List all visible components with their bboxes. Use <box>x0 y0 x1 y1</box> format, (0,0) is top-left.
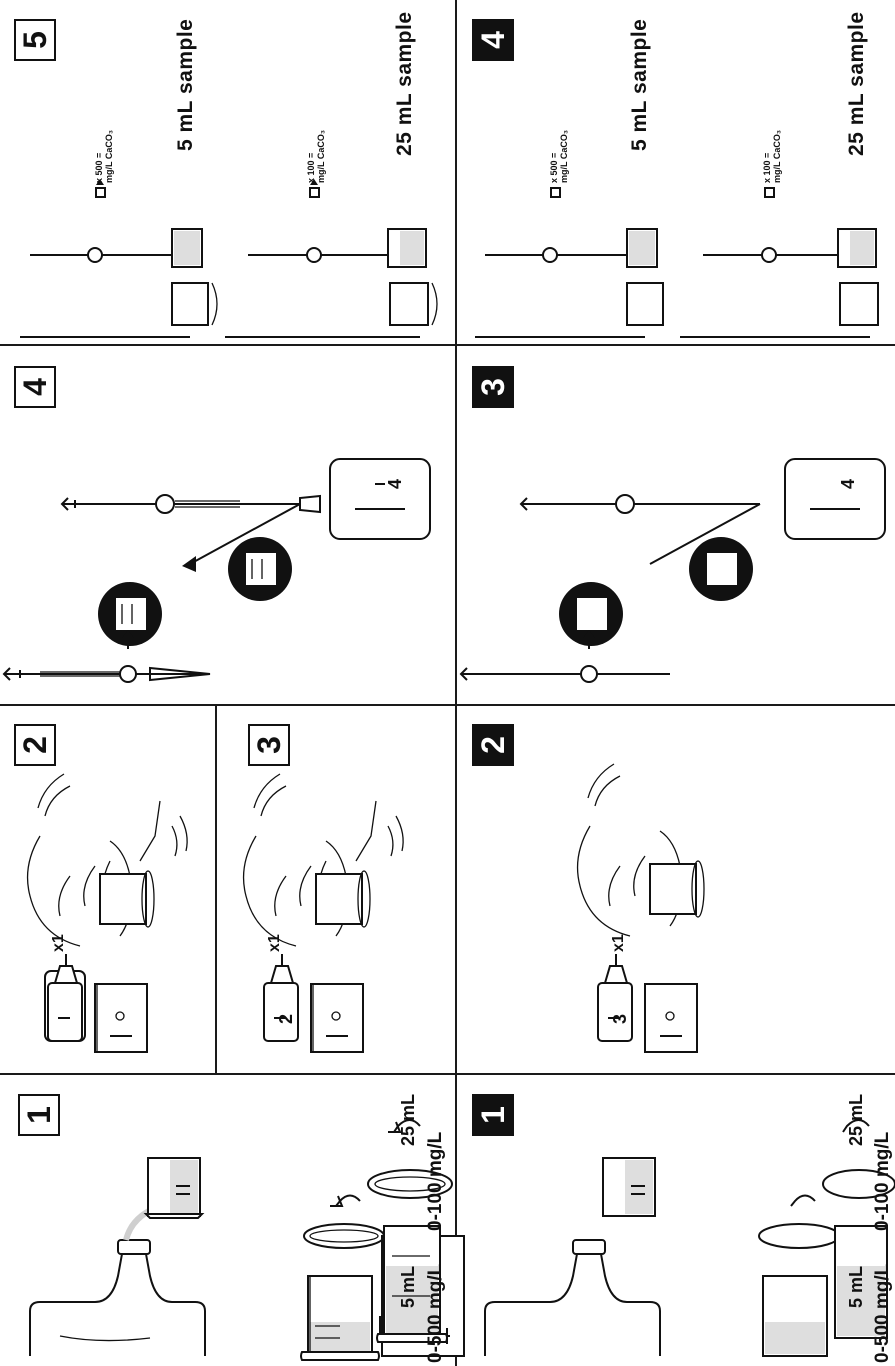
result-box-row1-icon <box>551 188 560 197</box>
bottle-label-top-step4: 4 <box>385 479 406 489</box>
cell-swirl-row1-icon <box>475 283 663 337</box>
multiplier-label-x1-top-step2: x1 <box>50 934 68 952</box>
dropper-bottle-icon <box>598 954 632 1041</box>
formula-line1-top-row2: x 100 = <box>306 153 316 183</box>
cell-swirl-row2-icon <box>680 283 878 337</box>
bottle-label-bottom-step2: 3 <box>610 1014 631 1024</box>
titration-illustration-bottom <box>455 0 895 345</box>
reagent-dropper-bottle-illustration-bottom <box>520 706 895 1066</box>
cell-5ml-icon <box>759 1196 839 1357</box>
sample-label-top-row2: 25 mL sample <box>393 11 417 156</box>
range-label-0-100: 0-100 mg/L <box>425 1132 447 1231</box>
step-number-bottom-2: 2 <box>472 724 514 766</box>
syringe-and-bottle-illustration <box>0 346 455 704</box>
sample-label-top-row1: 5 mL sample <box>174 19 198 151</box>
reagent-dropper-bottle-illustration-step3 <box>216 706 455 1066</box>
bottle-label-bottom-step3: 4 <box>838 479 859 489</box>
reagent-bottle-icon <box>785 459 885 539</box>
magnifier-bottom-icon <box>182 504 300 601</box>
sample-cell-drop-icon <box>645 984 697 1052</box>
syringe-long-icon <box>62 495 320 513</box>
sample-bottle-icon <box>485 1240 660 1356</box>
formula-line2-top-row1: mg/L CaCO₃ <box>104 130 114 183</box>
dropper-bottle-icon <box>264 954 298 1041</box>
magnifier-bottom-icon <box>650 504 760 601</box>
syringe-row2-icon <box>248 229 426 267</box>
range-label-0-100-bottom: 0-100 mg/L <box>872 1132 894 1231</box>
syringe-tip-icon <box>461 666 670 682</box>
syringe-row1-icon <box>30 229 202 267</box>
syringe-long-icon <box>521 495 760 513</box>
formula-line2-bottom-row1: mg/L CaCO₃ <box>559 130 569 183</box>
syringe-row1-icon <box>485 229 657 267</box>
formula-line2-top-row2: mg/L CaCO₃ <box>316 130 326 183</box>
syringe-row2-icon <box>703 229 876 267</box>
sample-cell-drop-icon <box>311 984 363 1052</box>
volume-label-5ml-bottom: 5 mL <box>846 1266 867 1308</box>
multiplier-label-x1-top-step3: x1 <box>266 934 284 952</box>
formula-line1-top-row1: x 500 = <box>94 153 104 183</box>
hand-swirling-icon <box>244 774 404 946</box>
syringe-tip-icon <box>4 666 210 682</box>
result-box-row2-icon <box>765 188 774 197</box>
sample-cell-icon <box>603 1158 655 1216</box>
syringe-and-bottle-illustration-bottom <box>455 346 895 704</box>
pouring-bottle-illustration-bottom <box>455 1075 895 1366</box>
sample-cell-25ml-illustration <box>0 1075 455 1366</box>
volume-label-25ml: 25 mL <box>398 1094 419 1146</box>
sample-label-bottom-row2: 25 mL sample <box>845 11 869 156</box>
range-label-0-500-bottom: 0-500 mg/L <box>872 1264 894 1363</box>
volume-label-25ml-bottom: 25 mL <box>846 1094 867 1146</box>
dropper-bottle-icon <box>45 954 85 1041</box>
formula-line2-bottom-row2: mg/L CaCO₃ <box>772 130 782 183</box>
bottle-label-top-step3: 2 <box>276 1014 297 1024</box>
titration-illustration-top <box>0 0 455 345</box>
cell-swirl-row1-icon <box>20 283 217 337</box>
formula-line1-bottom-row1: x 500 = <box>549 153 559 183</box>
hand-swirling-icon <box>28 774 188 946</box>
hand-swirling-icon <box>578 764 704 936</box>
formula-line1-bottom-row2: x 100 = <box>762 153 772 183</box>
reagent-bottle-icon <box>330 459 430 539</box>
multiplier-label-x1-bottom-step2: x1 <box>610 934 628 952</box>
volume-label-5ml: 5 mL <box>398 1266 419 1308</box>
cell-swirl-row2-icon <box>225 283 437 337</box>
sample-label-bottom-row1: 5 mL sample <box>628 19 652 151</box>
range-label-0-500: 0-500 mg/L <box>425 1264 447 1363</box>
reagent-dropper-bottle-illustration <box>0 706 215 1066</box>
sample-cell-drop-icon <box>95 984 147 1052</box>
